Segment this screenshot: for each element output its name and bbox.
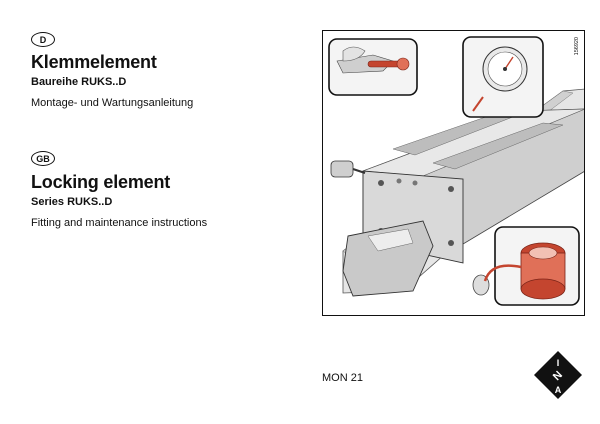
product-illustration: 156920 bbox=[322, 30, 585, 316]
ina-logo: I N A bbox=[532, 349, 584, 401]
logo-letter-i: I bbox=[557, 358, 560, 368]
series-gb: Series RUKS..D bbox=[31, 196, 113, 208]
lang-badge-gb: GB bbox=[31, 151, 55, 166]
document-code: MON 21 bbox=[322, 372, 363, 384]
ina-logo-icon: I N A bbox=[534, 351, 582, 399]
lang-badge-de: D bbox=[31, 32, 55, 47]
description-de: Montage- und Wartungsanleitung bbox=[31, 97, 194, 109]
title-gb: Locking element bbox=[31, 172, 171, 192]
description-gb: Fitting and maintenance instructions bbox=[31, 217, 208, 229]
figure-number: 156920 bbox=[574, 37, 580, 56]
locking-element-drawing bbox=[328, 36, 584, 306]
title-de: Klemmelement bbox=[31, 52, 157, 72]
logo-letter-a: A bbox=[555, 385, 562, 395]
series-de: Baureihe RUKS..D bbox=[31, 76, 127, 88]
